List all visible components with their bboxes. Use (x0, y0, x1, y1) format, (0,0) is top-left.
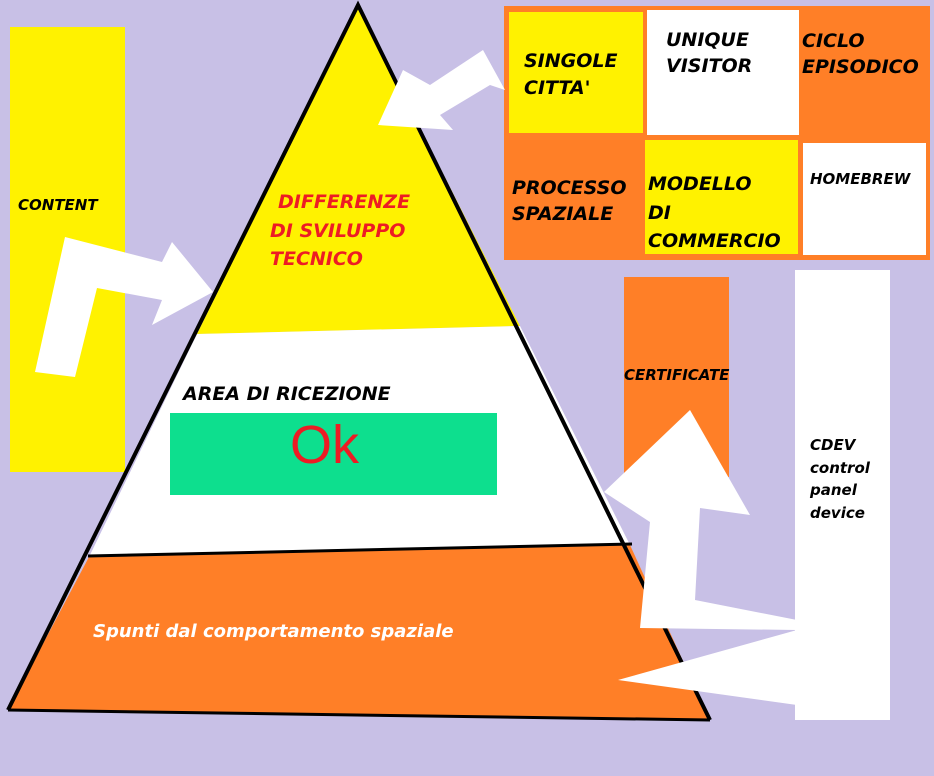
grid-processo-line-2: SPAZIALE (512, 202, 614, 225)
grid-modello-text: MODELLO DI COMMERCIO (648, 170, 781, 256)
grid-singole-line-2: CITTA' (524, 76, 591, 99)
arrow-grid-to-pyramid (378, 50, 505, 130)
ok-badge-text: Ok (290, 415, 360, 475)
grid-ciclo-text: CICLO EPISODICO (802, 29, 919, 80)
ok-badge-box (170, 413, 497, 495)
pyramid-top-line-2: DI SVILUPPO (270, 219, 406, 242)
arrow-cdev-to-certificate (604, 410, 797, 705)
grid-processo-line-1: PROCESSO (512, 177, 627, 199)
cdev-line-3: panel (810, 481, 857, 499)
grid-cell-ciclo (801, 10, 927, 135)
cdev-line-2: control (810, 458, 870, 477)
cdev-line-1: CDEV (810, 436, 856, 454)
grid-cell-homebrew (803, 143, 926, 255)
pyramid-top-line-1: DIFFERENZE (278, 191, 411, 213)
arrow-content-to-pyramid (35, 237, 213, 377)
cdev-text: CDEV control panel device (810, 434, 870, 524)
pyramid-top-text: DIFFERENZE DI SVILUPPO TECNICO (270, 188, 410, 274)
grid-cell-modello (645, 140, 798, 254)
pyramid-outline (6, 0, 712, 721)
pyramid-bottom-text: Spunti dal comportamento spaziale (93, 621, 454, 642)
cdev-column (795, 270, 890, 720)
grid-modello-line-3: COMMERCIO (648, 230, 781, 252)
grid-modello-line-2: DI (648, 201, 671, 224)
pyramid-top-section (197, 5, 520, 334)
grid-processo-text: PROCESSO SPAZIALE (512, 176, 626, 227)
pyramid-top-line-3: TECNICO (270, 248, 363, 270)
pyramid-middle-title: AREA DI RICEZIONE (183, 383, 391, 405)
grid-cell-unique (647, 10, 799, 135)
certificate-label: CERTIFICATE (624, 366, 730, 384)
grid-unique-text: UNIQUE VISITOR (666, 28, 752, 79)
content-label: CONTENT (18, 196, 98, 214)
grid-modello-line-1: MODELLO (648, 173, 752, 195)
grid-unique-line-2: VISITOR (666, 54, 753, 77)
grid-singole-text: SINGOLE CITTA' (524, 48, 618, 101)
grid-singole-line-1: SINGOLE (524, 50, 618, 72)
pyramid-bottom-section (8, 545, 710, 720)
grid-cell-processo (507, 138, 643, 256)
grid-cell-singole (509, 12, 643, 133)
grid-ciclo-line-1: CICLO (802, 30, 865, 52)
grid-homebrew-text: HOMEBREW (810, 170, 911, 188)
cdev-line-4: device (810, 503, 865, 522)
grid-ciclo-line-2: EPISODICO (802, 55, 919, 78)
grid-unique-line-1: UNIQUE (666, 29, 749, 51)
